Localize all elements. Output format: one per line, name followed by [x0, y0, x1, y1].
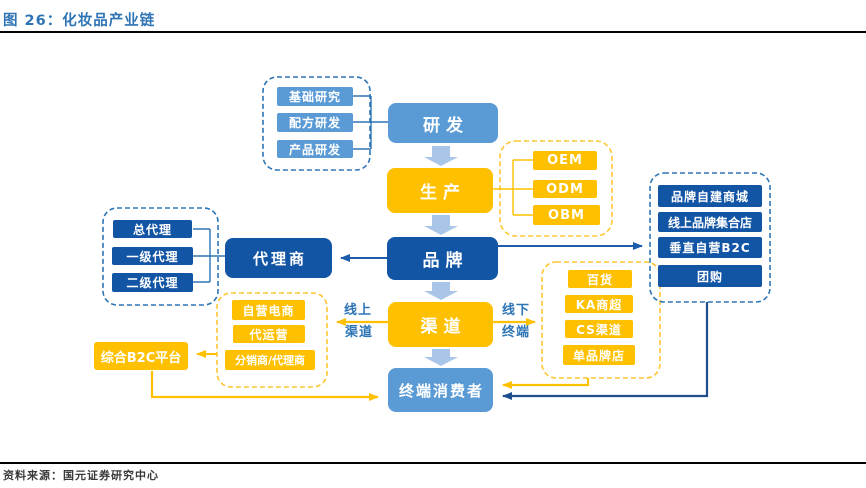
- online-brand-to-consumer-arrow: [502, 302, 709, 400]
- node-oem: OEM: [533, 151, 597, 170]
- label-online-line2: 渠道: [344, 325, 373, 340]
- node-general-agent: 总代理: [113, 220, 192, 238]
- node-ka-supermarket: KA商超: [565, 295, 633, 313]
- research-bracket: [353, 95, 388, 150]
- node-consumer: 终端消费者: [388, 368, 493, 412]
- node-b2c-platform: 综合B2C平台: [94, 342, 188, 370]
- title-divider: [0, 31, 866, 33]
- node-rd: 研发: [388, 103, 498, 143]
- node-cs-channel: CS渠道: [565, 320, 633, 338]
- node-department-store: 百货: [568, 270, 632, 288]
- brand-to-channel-arrow: [424, 282, 458, 300]
- b2c-to-consumer-arrow: [150, 371, 379, 401]
- agent-bracket: [193, 228, 225, 283]
- online-channel-group-outline: [216, 292, 328, 388]
- agent-group-outline: [102, 207, 219, 306]
- node-product-rd: 产品研发: [277, 140, 353, 158]
- source-note: 资料来源：国元证券研究中心: [3, 469, 159, 482]
- node-monobrand-store: 单品牌店: [563, 345, 635, 365]
- dashed-outlines: [102, 76, 771, 388]
- label-offline-line2: 终端: [501, 325, 530, 340]
- channel-to-consumer-arrow: [424, 349, 458, 366]
- figure-title: 图 26：化妆品产业链: [3, 13, 156, 29]
- node-agent: 代理商: [225, 238, 332, 278]
- offline-to-consumer-arrow: [502, 378, 590, 389]
- online-brand-group-outline: [649, 172, 771, 303]
- node-brand-own-mall: 品牌自建商城: [658, 185, 762, 207]
- node-channel: 渠道: [388, 302, 493, 347]
- node-brand: 品牌: [387, 237, 498, 280]
- label-online-line1: 线上: [343, 303, 372, 318]
- node-production: 生产: [387, 168, 493, 213]
- label-offline-line1: 线下: [501, 303, 530, 318]
- offline-terminal-group-outline: [541, 261, 661, 379]
- footer-divider: [0, 462, 866, 464]
- node-vertical-b2c: 垂直自营B2C: [658, 237, 762, 258]
- node-self-ecommerce: 自营电商: [232, 300, 305, 320]
- rd-to-production-arrow: [424, 146, 458, 166]
- node-level1-agent: 一级代理: [112, 247, 193, 265]
- research-group-outline: [262, 76, 371, 171]
- node-odm: ODM: [533, 180, 597, 198]
- node-obm: OBM: [533, 205, 600, 225]
- node-group-buying: 团购: [658, 265, 762, 287]
- node-level2-agent: 二级代理: [112, 273, 193, 292]
- node-formula-rd: 配方研发: [277, 113, 353, 132]
- flow-block-arrows: [424, 146, 458, 366]
- node-agency-operation: 代运营: [233, 325, 305, 343]
- manufacture-bracket: [493, 159, 533, 216]
- node-online-brand-store: 线上品牌集合店: [658, 212, 762, 232]
- node-basic-research: 基础研究: [277, 87, 353, 106]
- bracket-connectors: [193, 95, 533, 283]
- node-distributor-agent: 分销商/代理商: [225, 350, 315, 370]
- production-to-brand-arrow: [424, 215, 458, 235]
- arrow-connectors: [150, 242, 709, 401]
